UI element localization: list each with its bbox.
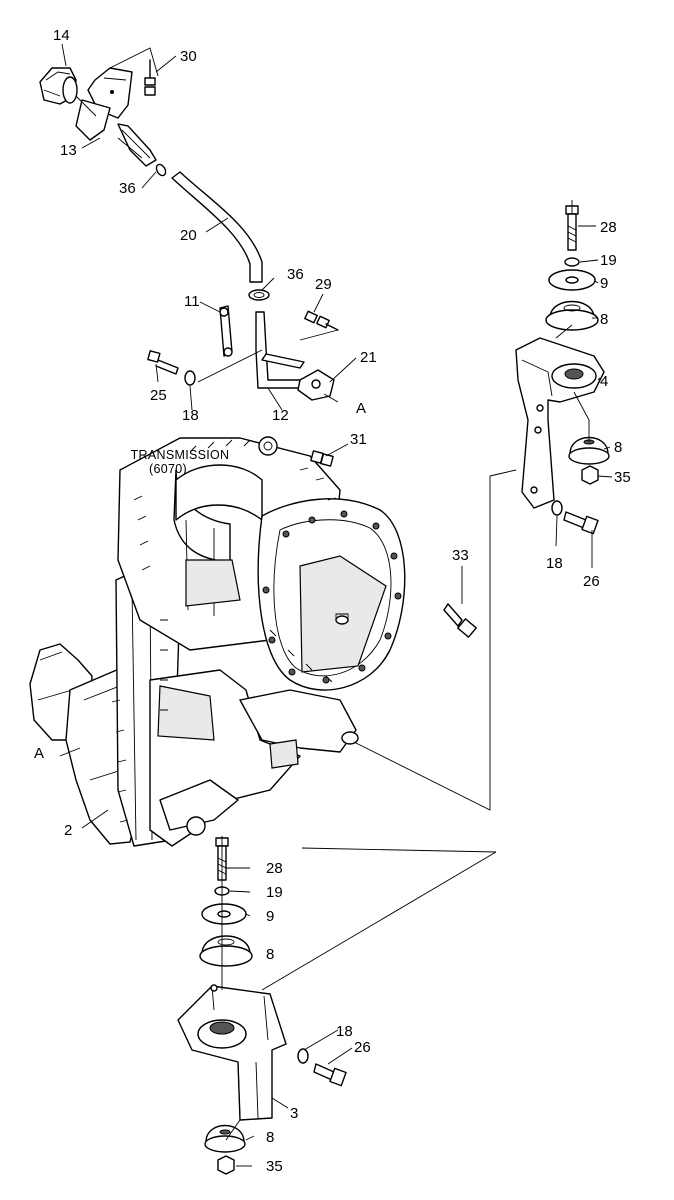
callout-20: 20 [180, 227, 197, 244]
callout-19-upper: 19 [600, 252, 617, 269]
cushion-8-upper-part [545, 300, 599, 331]
bolt-29-part [304, 310, 339, 331]
bolt-33-part [443, 603, 477, 638]
callout-2: 2 [64, 822, 72, 839]
callout-30: 30 [180, 48, 197, 65]
title-line-2: (6070) [149, 462, 187, 476]
bolt-25-part [147, 350, 179, 375]
callout-28-lower: 28 [266, 860, 283, 877]
assembly-lines [75, 47, 590, 1141]
bolt-26-lower-part [313, 1063, 347, 1087]
title-line-1: TRANSMISSION [131, 448, 230, 462]
callout-33: 33 [452, 547, 469, 564]
callout-35-lower: 35 [266, 1158, 283, 1175]
callout-36-lower: 36 [287, 266, 304, 283]
leader-lines [59, 43, 613, 1167]
flange-21-part [297, 369, 335, 401]
nut-35-upper-part [581, 465, 599, 485]
callout-21: 21 [360, 349, 377, 366]
callout-14: 14 [53, 27, 70, 44]
callout-25: 25 [150, 387, 167, 404]
pipe-12-part [255, 311, 305, 389]
callout-12: 12 [272, 407, 289, 424]
washer-9-upper-part [548, 269, 596, 291]
callout-3: 3 [290, 1105, 298, 1122]
callout-9-lower: 9 [266, 908, 274, 925]
callout-26-lower: 26 [354, 1039, 371, 1056]
bolt-31-part [310, 450, 334, 467]
callout-18-right: 18 [546, 555, 563, 572]
bracket-3-part [177, 984, 287, 1121]
clamp-36-upper-part [155, 163, 167, 177]
callout-8-bottom: 8 [266, 1129, 274, 1146]
callout-a-lower: A [34, 745, 44, 762]
washer-19-upper-part [564, 257, 580, 267]
callout-8-mid-right: 8 [614, 439, 622, 456]
washer-18-upper-left-part [184, 370, 196, 386]
callout-29: 29 [315, 276, 332, 293]
washer-18-right-part [551, 500, 563, 516]
callout-a-upper: A [356, 400, 366, 417]
callout-8-lower-upper: 8 [266, 946, 274, 963]
transmission-housing-part [29, 436, 406, 847]
washer-9-lower-part [201, 903, 247, 925]
callout-18-lower: 18 [336, 1023, 353, 1040]
bolt-30-part [144, 59, 156, 96]
hose-20-part [171, 171, 263, 283]
clamp-36-lower-part [248, 289, 270, 301]
cushion-8-lower-upper-part [199, 935, 253, 967]
cushion-8-mid-right-part [568, 436, 610, 465]
callout-36-upper: 36 [119, 180, 136, 197]
breather-bracket-part [75, 67, 157, 167]
tube-11-part [219, 305, 233, 357]
callout-28-upper: 28 [600, 219, 617, 236]
bracket-4-part [515, 337, 605, 509]
nut-35-lower-part [217, 1155, 235, 1175]
callout-13: 13 [60, 142, 77, 159]
callout-9-upper: 9 [600, 275, 608, 292]
cushion-8-bottom-part [204, 1124, 246, 1153]
callout-19-lower: 19 [266, 884, 283, 901]
callout-11: 11 [184, 293, 200, 310]
callout-18-upper-left: 18 [182, 407, 199, 424]
callout-4: 4 [600, 373, 608, 390]
callout-8-upper: 8 [600, 311, 608, 328]
callout-31: 31 [350, 431, 367, 448]
breather-cap-part [39, 67, 78, 105]
washer-18-lower-part [297, 1048, 309, 1064]
callout-35-upper: 35 [614, 469, 631, 486]
bolt-26-upper-part [563, 511, 599, 535]
callout-26-upper: 26 [583, 573, 600, 590]
